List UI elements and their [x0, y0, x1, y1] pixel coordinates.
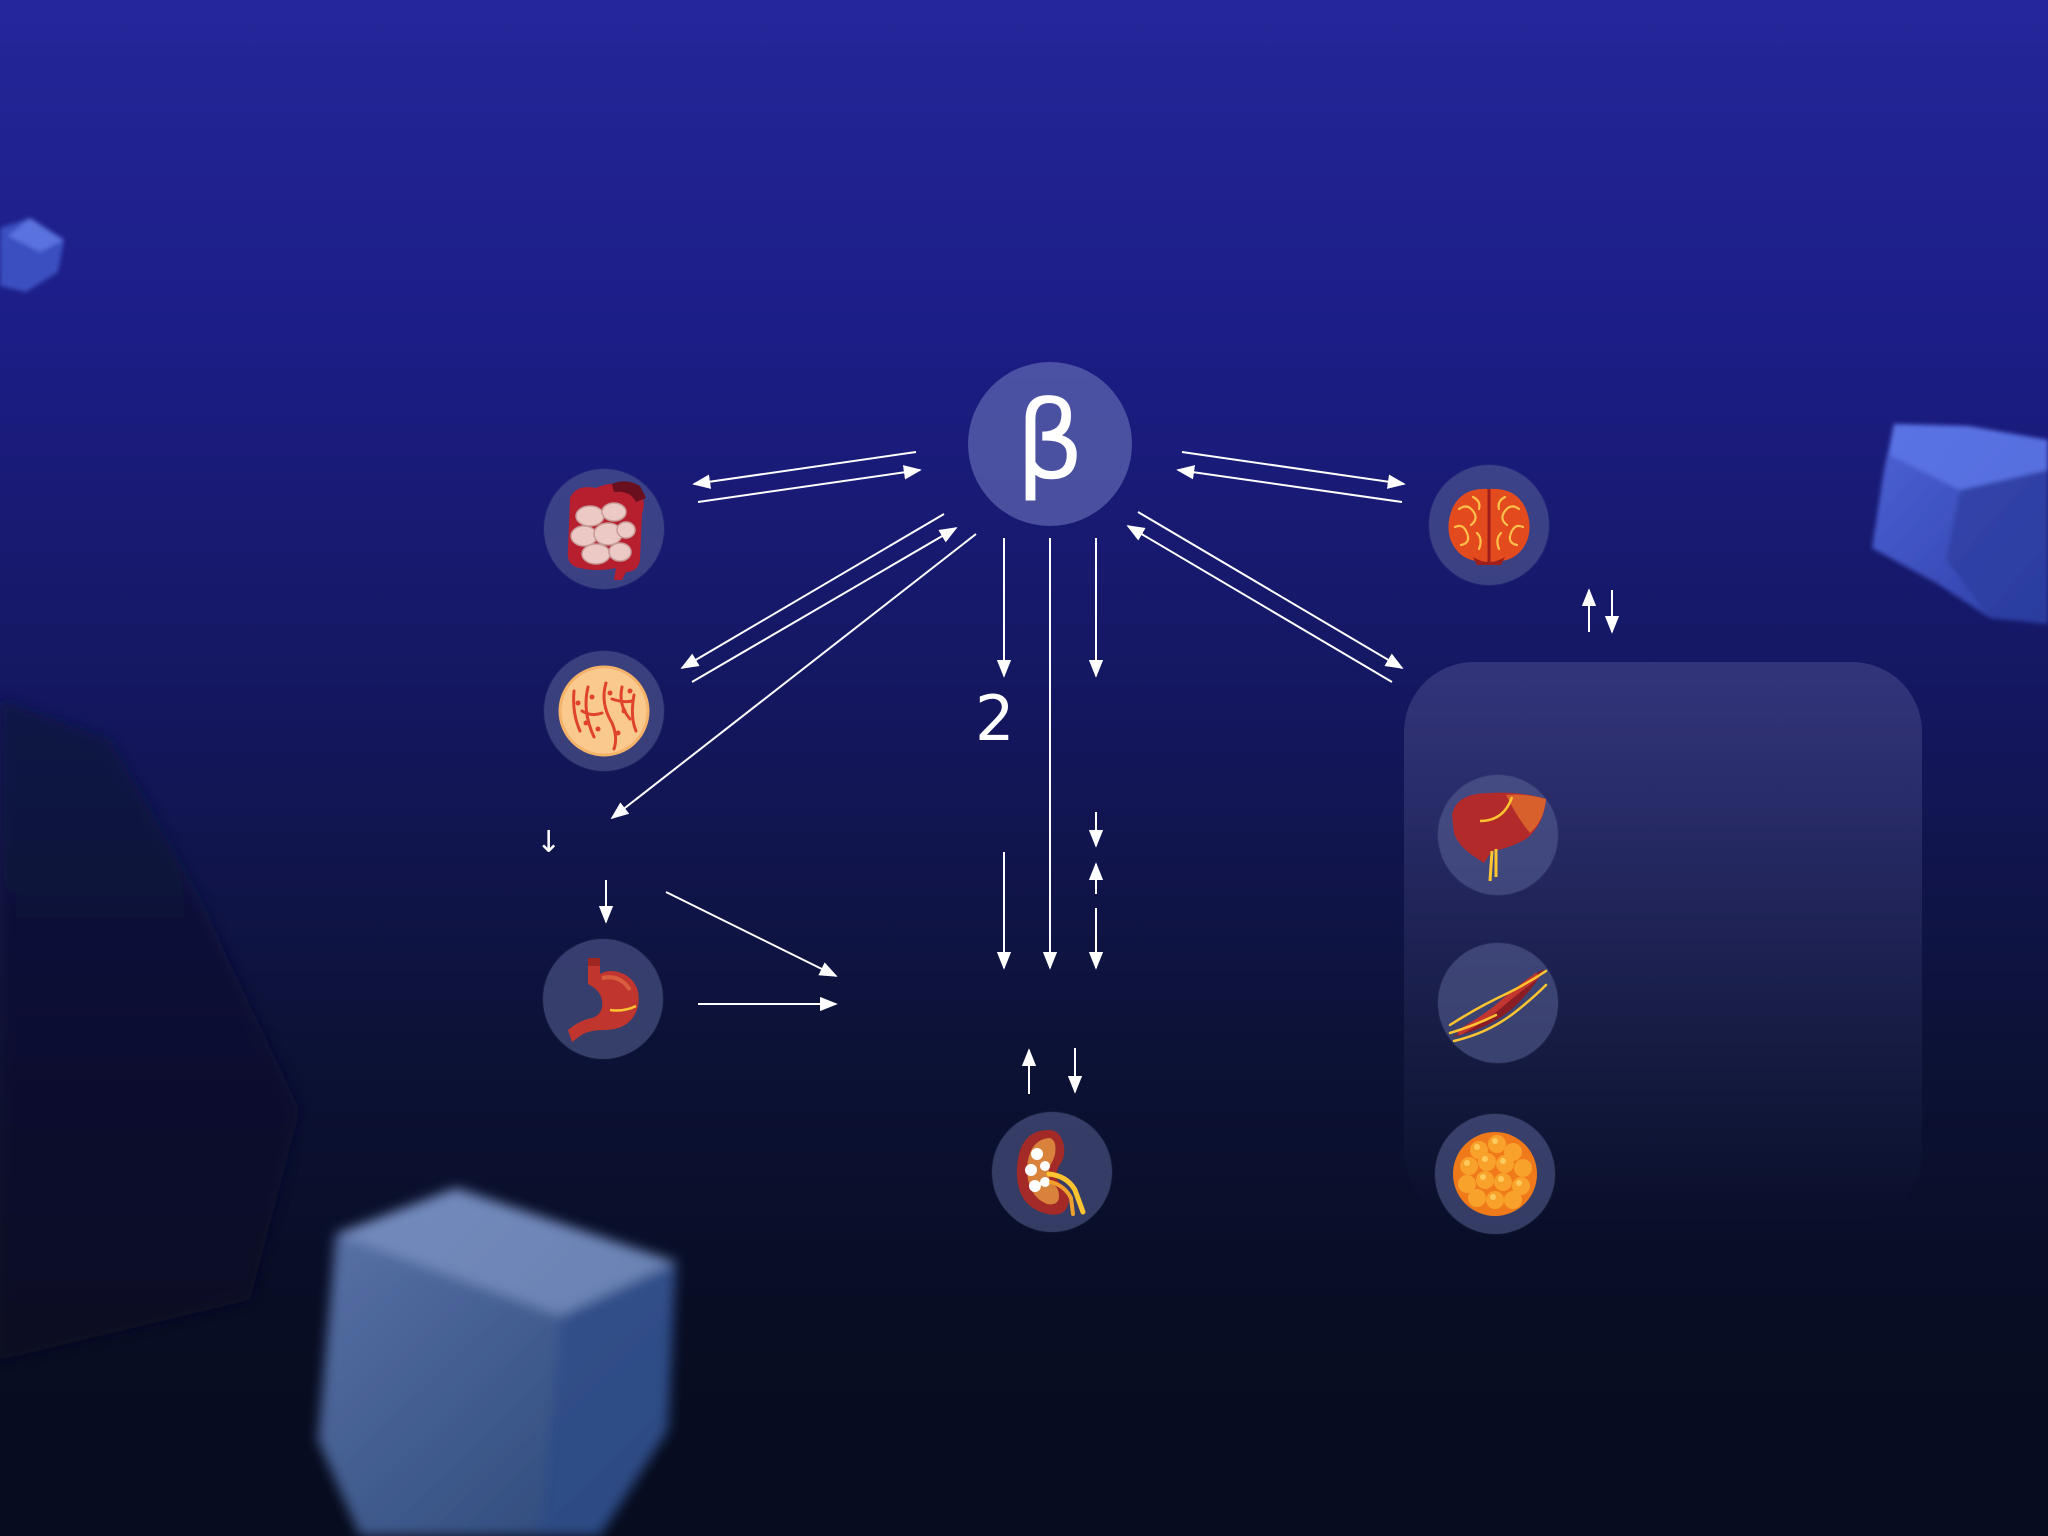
small-down-arrow: ↓ — [536, 825, 562, 860]
arrow-intestine-to-beta — [697, 465, 922, 503]
liver-node — [1438, 775, 1558, 895]
arrow-beta-to-panel — [1137, 511, 1404, 669]
crystal-bottom-left — [318, 1188, 676, 1536]
fat-cell-node — [1435, 1114, 1555, 1234]
dark-rock-shape — [0, 700, 300, 1360]
arrow-beta-to-brain — [1181, 451, 1406, 489]
muscle-node — [1438, 943, 1558, 1063]
arrow-beta-to-left-lower — [610, 533, 977, 820]
beta-symbol: β — [1015, 379, 1085, 504]
kidney-icon — [1016, 1130, 1086, 1216]
stomach-node — [543, 939, 663, 1059]
arrow-beta-to-intestine — [692, 451, 917, 489]
kidney-node — [992, 1112, 1112, 1232]
beta-cell-node: β — [968, 362, 1132, 526]
mitochondria-icon — [558, 665, 650, 757]
muscle-icon — [1448, 969, 1548, 1043]
liver-icon — [1452, 792, 1546, 882]
arrow-brain-to-beta — [1176, 465, 1403, 503]
crystal-right — [1872, 424, 2048, 624]
fat-cell-icon — [1453, 1132, 1537, 1216]
arrow-mitochondria-to-beta — [691, 527, 958, 683]
intestine-node — [544, 469, 664, 589]
brain-node — [1429, 465, 1549, 585]
arrow-panel-to-beta — [1126, 525, 1393, 683]
crystal-top-left — [0, 218, 64, 292]
mitochondria-node — [544, 651, 664, 771]
label-two: 2 — [975, 682, 1015, 755]
intestine-icon — [567, 481, 646, 580]
arrow-beta-to-mitochondria — [680, 513, 945, 669]
brain-icon — [1448, 488, 1530, 565]
stomach-icon — [568, 958, 639, 1042]
arrow-left-to-center — [665, 891, 838, 977]
